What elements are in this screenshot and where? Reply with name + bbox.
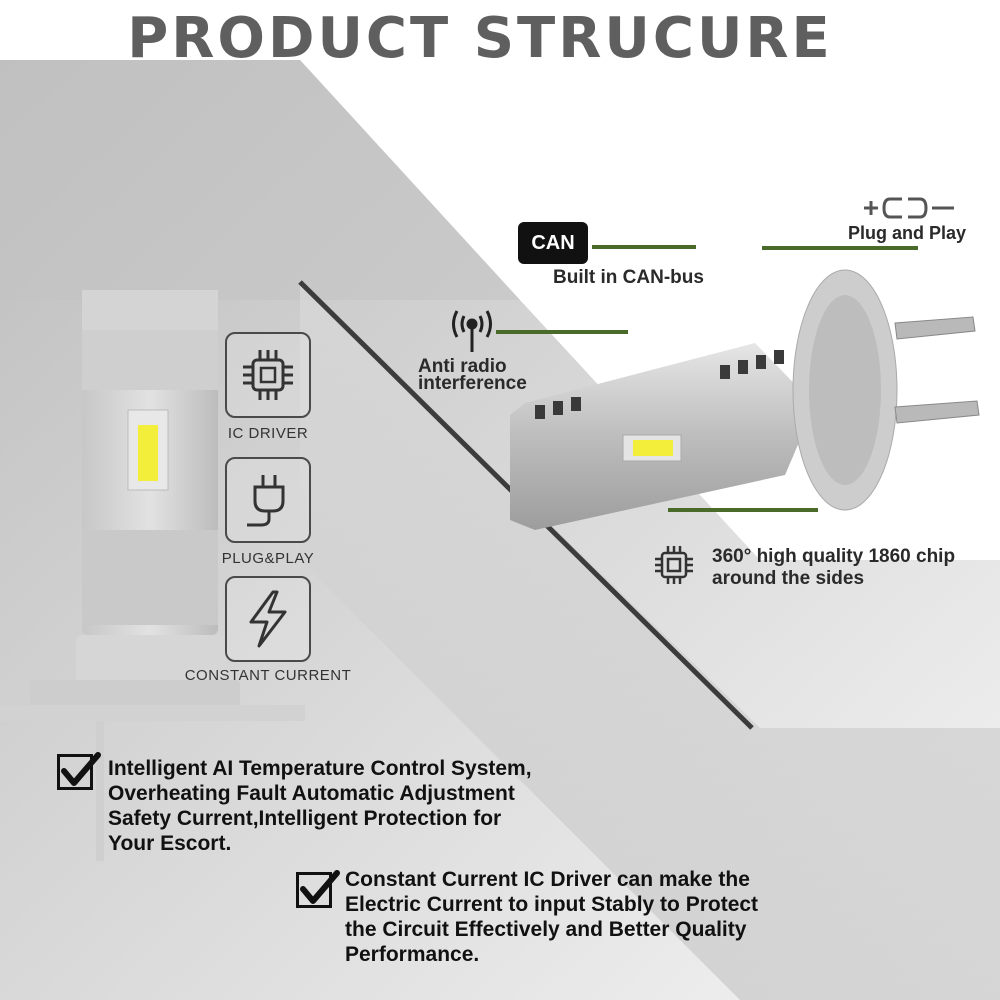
bullet-1-line-4: Your Escort.: [108, 832, 232, 855]
can-badge: CAN: [518, 222, 588, 264]
feature-plug-play-label: PLUG&PLAY: [221, 550, 315, 567]
chip-icon: [243, 350, 293, 400]
can-callout-line: [592, 245, 696, 249]
checkbox-icon: [296, 870, 340, 908]
plug-play-callout-line: [762, 246, 918, 250]
feature-constant-current-box: [225, 576, 311, 662]
plus-minus-connector-icon: [864, 197, 954, 219]
feature-constant-current-label: CONSTANT CURRENT: [184, 667, 352, 684]
bullet-1-line-2: Overheating Fault Automatic Adjustment: [108, 782, 515, 805]
bullet-2-line-4: Performance.: [345, 943, 480, 966]
chip-callout-line-1: 360° high quality 1860 chip: [712, 546, 956, 567]
antenna-icon: [452, 310, 492, 352]
bullet-1-line-1: Intelligent AI Temperature Control Syste…: [108, 757, 532, 780]
can-callout-text: Built in CAN-bus: [553, 267, 704, 288]
anti-radio-line-2: interference: [418, 373, 527, 394]
bullet-2-line-1: Constant Current IC Driver can make the: [345, 868, 750, 891]
anti-radio-line-1: Anti radio: [418, 356, 507, 377]
bulb-front-image: [0, 290, 305, 861]
feature-plug-play-box: [225, 457, 311, 543]
page-title: PRODUCT STRUCURE: [127, 6, 833, 71]
plug-icon: [247, 475, 285, 527]
bulb-side-image: [510, 269, 980, 530]
plug-play-callout-text: Plug and Play: [848, 223, 967, 243]
feature-ic-driver-box: [225, 332, 311, 418]
chip-callout-line: [668, 508, 818, 512]
lightning-icon: [249, 590, 287, 648]
anti-radio-callout-line: [496, 330, 628, 334]
bullet-1-line-3: Safety Current,Intelligent Protection fo…: [108, 807, 502, 830]
chip-callout-icon: [655, 546, 693, 584]
bullet-2-line-3: the Circuit Effectively and Better Quali…: [345, 918, 747, 941]
feature-ic-driver-label: IC DRIVER: [227, 425, 309, 442]
checkbox-icon: [57, 752, 101, 790]
bullet-2-line-2: Electric Current to input Stably to Prot…: [345, 893, 759, 916]
chip-callout-line-2: around the sides: [712, 568, 865, 589]
